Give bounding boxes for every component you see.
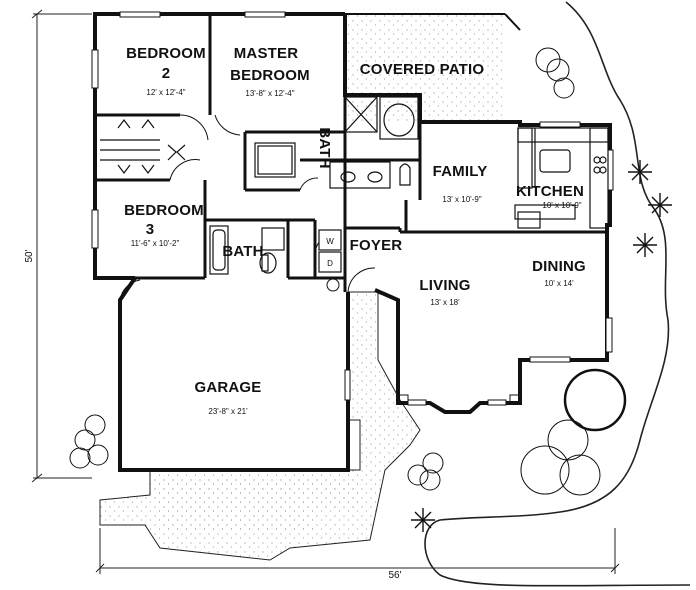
door-swings: [119, 114, 376, 301]
hall-bath-label: BATH: [222, 243, 263, 260]
bedroom2-size: 12' x 12'-4": [146, 88, 185, 97]
family-label: FAMILY: [433, 163, 488, 180]
living-bay-window: [398, 394, 520, 403]
covered-patio-label: COVERED PATIO: [360, 61, 485, 78]
dining-size: 10' x 14': [544, 279, 574, 288]
interior-walls: [95, 14, 607, 292]
dining-label: DINING: [532, 258, 586, 275]
laundry: [318, 229, 342, 273]
dryer-label: D: [327, 259, 333, 268]
bedroom3-number: 3: [146, 221, 155, 238]
foyer-label: FOYER: [350, 237, 403, 254]
width-dimension-label: 56': [388, 570, 401, 581]
bedroom3-size: 11'-6" x 10'-2": [131, 239, 180, 248]
hall-bath-fixtures: [209, 225, 285, 275]
landscape-trees: [69, 47, 627, 496]
kitchen-size: 10' x 10'-9": [542, 201, 581, 210]
bedroom2-name: BEDROOM: [126, 45, 206, 62]
dimension-lines: [31, 9, 620, 574]
landscape-shrubs: [411, 160, 672, 532]
bedroom2-number: 2: [162, 65, 171, 82]
garage-label: GARAGE: [194, 379, 261, 396]
depth-dimension-label: 50': [24, 249, 35, 262]
windows: [91, 11, 614, 406]
kitchen-cabinets: [514, 127, 609, 229]
washer-label: W: [326, 237, 334, 246]
closet-doors: [100, 119, 186, 174]
garage-size: 23'-8" x 21': [208, 407, 248, 416]
bedroom3-name: BEDROOM: [124, 202, 204, 219]
master-bath-fixtures: [254, 96, 419, 189]
living-label: LIVING: [419, 277, 470, 294]
master-bath-label: BATH: [316, 127, 333, 168]
family-size: 13' x 10'-9": [442, 195, 481, 204]
master-bedroom-size: 13'-8" x 12'-4": [245, 89, 294, 98]
kitchen-label: KITCHEN: [516, 183, 584, 200]
washer: [318, 229, 342, 251]
master-bedroom-line2: BEDROOM: [230, 67, 310, 84]
living-size: 13' x 18': [430, 298, 460, 307]
covered-patio-slab: [345, 14, 505, 122]
dryer: [318, 251, 342, 273]
master-bedroom-line1: MASTER: [234, 45, 299, 62]
driveway: [150, 475, 360, 530]
site-landscape-boundary: [424, 1, 691, 587]
